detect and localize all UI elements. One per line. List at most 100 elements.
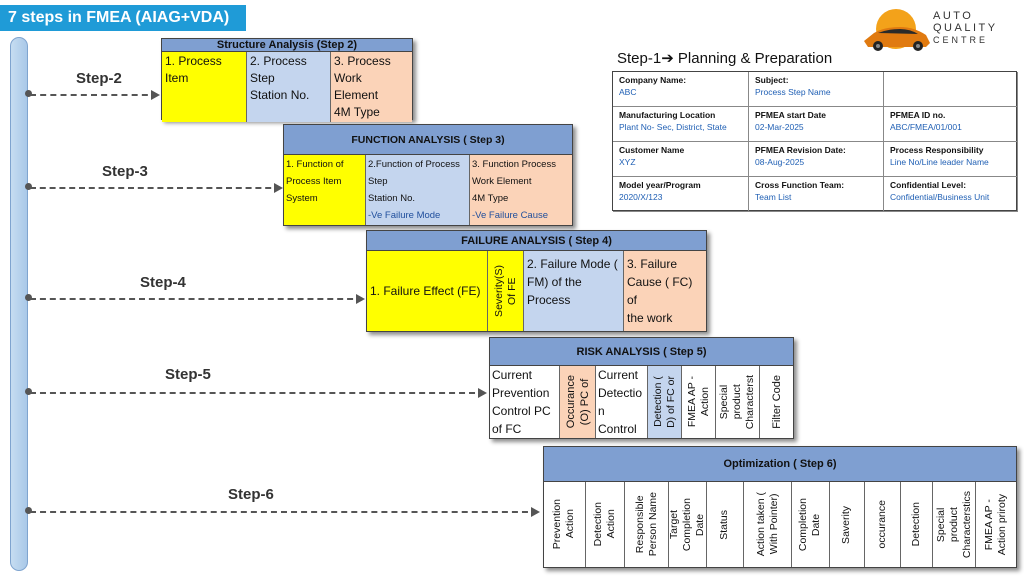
step-4-label: Step-4 [140, 274, 186, 291]
text-line: Of FE [505, 277, 518, 305]
text-line: Control PC [492, 404, 551, 418]
planning-cell: Company Name:ABC [613, 72, 749, 107]
text-line: Filter Code [770, 375, 783, 429]
failure-cause: 3. Failure Cause ( FC) of the work [624, 251, 706, 331]
text-line: Current [598, 368, 639, 382]
planning-cell [884, 72, 1018, 107]
step-2-label: Step-2 [76, 70, 122, 87]
text-line: Control [598, 422, 637, 436]
text-line: Special [934, 507, 947, 542]
text-line: Station No. [368, 193, 415, 204]
step-2-arrow [30, 90, 160, 100]
planning-cell-value: ABC/FMEA/01/001 [890, 122, 962, 132]
text-line: Step [250, 71, 275, 85]
failure-mode-note: -Ve Failure Mode [368, 210, 441, 221]
planning-cell-value: Confidential/Business Unit [890, 192, 990, 202]
text-line: 1. Process [165, 54, 222, 68]
text-line: Station No. [250, 88, 310, 102]
auto-quality-centre-logo [864, 9, 930, 51]
text-line: 4M Type [472, 193, 509, 204]
text-line: Work Element [334, 71, 379, 102]
page-title: 7 steps in FMEA (AIAG+VDA) [0, 5, 246, 31]
structure-analysis-header: Structure Analysis (Step 2) [162, 39, 412, 52]
planning-cell-label: PFMEA Revision Date: [755, 145, 846, 155]
text-line: 4M Type [334, 105, 380, 119]
planning-cell-label: Customer Name [619, 145, 685, 155]
severity-of-fe: Severity(S) Of FE [488, 251, 524, 331]
function-process-item: 1. Function of Process Item System [284, 155, 366, 225]
text-line: product [731, 384, 743, 420]
step-3-arrow [30, 183, 283, 193]
text-line: Cause ( FC) of [627, 275, 693, 307]
optimization-column: Status [706, 482, 745, 567]
planning-cell: Confidential Level:Confidential/Business… [884, 177, 1018, 212]
text-line: Target [668, 509, 680, 540]
text-line: Occurance [564, 375, 577, 429]
logo-line: QUALITY [933, 22, 998, 34]
failure-mode: 2. Failure Mode ( FM) of the Process [524, 251, 624, 331]
text-line: Completion [797, 497, 810, 552]
text-line: Item [165, 71, 189, 85]
planning-cell-label: Subject: [755, 75, 789, 85]
text-line: 1. Function of [286, 159, 344, 170]
current-prevention-control: Current Prevention Control PC of FC [490, 366, 560, 438]
step-3-dot [25, 183, 32, 190]
text-line: FM) of the [527, 275, 582, 289]
planning-cell-value: 2020/X/123 [619, 192, 663, 202]
planning-cell-label: PFMEA start Date [755, 110, 827, 120]
text-line: Prevention [551, 499, 564, 550]
text-line: Severity(S) [492, 265, 505, 317]
text-line: Action taken ( [754, 492, 767, 557]
step-5-arrow [30, 388, 487, 398]
structure-work-element: 3. Process Work Element 4M Type [331, 52, 412, 122]
text-line: 3. Failure [627, 257, 678, 271]
optimization-column: Saverity [829, 482, 866, 567]
planning-cell-value: Team List [755, 192, 792, 202]
logo-text: AUTO QUALITY CENTRE [933, 10, 998, 46]
text-line: Date [810, 513, 823, 536]
planning-cell: PFMEA Revision Date:08-Aug-2025 [749, 142, 884, 177]
failure-analysis-header: FAILURE ANALYSIS ( Step 4) [367, 231, 706, 251]
step-2-dot [25, 90, 32, 97]
failure-cause-note: -Ve Failure Cause [472, 210, 549, 221]
text-line: Action [564, 509, 577, 540]
planning-cell-value: 02-Mar-2025 [755, 122, 804, 132]
planning-cell-value: XYZ [619, 157, 636, 167]
text-line: Characterstics [960, 490, 973, 559]
text-line: Process [527, 293, 571, 307]
planning-title: Step-1➔ Planning & Preparation [617, 50, 833, 67]
step-6-arrow [30, 507, 540, 517]
planning-cell-value: Plant No- Sec, District, State [619, 122, 727, 132]
failure-effect: 1. Failure Effect (FE) [367, 251, 488, 331]
text-line: occurance [876, 500, 889, 549]
text-line: Action [698, 387, 711, 417]
text-line: Characterst [744, 374, 756, 430]
optimization-column: FMEA AP -Action priroty [976, 482, 1017, 567]
planning-cell: Cross Function Team:Team List [749, 177, 884, 212]
text-line: Action priroty [996, 493, 1009, 556]
step-5-dot [25, 388, 32, 395]
optimization-header: Optimization ( Step 6) [544, 447, 1016, 482]
planning-cell-label: Manufacturing Location [619, 110, 716, 120]
fmea-ap-action: FMEA AP - Action [682, 366, 716, 438]
text-line: the work [627, 311, 673, 325]
text-line: Prevention [492, 386, 550, 400]
risk-analysis-table: RISK ANALYSIS ( Step 5) Current Preventi… [489, 337, 794, 439]
logo-line: AUTO [933, 10, 974, 22]
step-4-dot [25, 294, 32, 301]
current-detection-control: Current Detectio n Control [596, 366, 648, 438]
text-line: Date [693, 513, 706, 536]
text-line: System [286, 193, 318, 204]
function-process-step: 2.Function of Process Step Station No. -… [366, 155, 470, 225]
text-line: 2. Failure Mode ( [527, 257, 618, 271]
structure-analysis-table: Structure Analysis (Step 2) 1. Process I… [161, 38, 413, 122]
